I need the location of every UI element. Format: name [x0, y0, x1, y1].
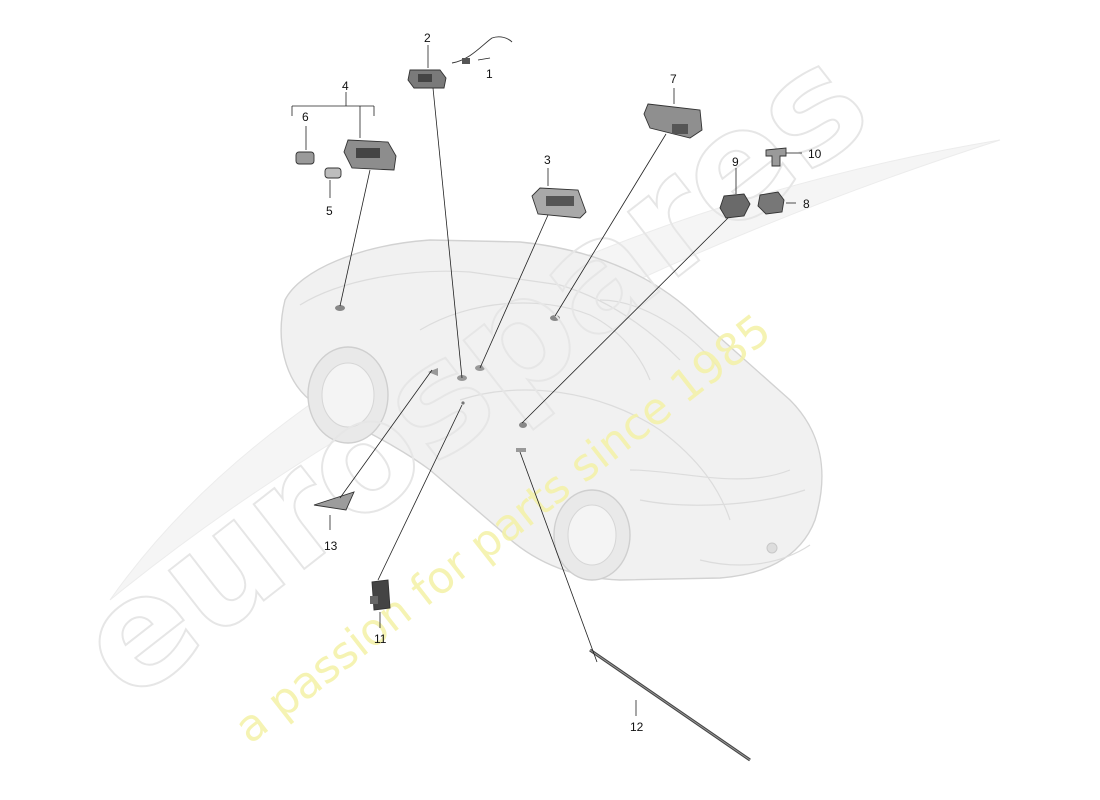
part-9: [719, 193, 751, 219]
callout-11: 11: [374, 632, 387, 646]
part-2: [407, 69, 447, 89]
part-10: [765, 147, 787, 167]
callout-10: 10: [808, 147, 822, 161]
part-13: [313, 491, 355, 511]
callout-13: 13: [324, 539, 338, 553]
part-6: [295, 151, 315, 165]
part-11: [370, 579, 391, 611]
part-5: [324, 167, 342, 179]
part-12: [589, 648, 751, 762]
callout-1: 1: [486, 67, 493, 81]
part-1: [451, 36, 513, 64]
callout-9: 9: [732, 155, 739, 169]
part-3: [531, 187, 587, 219]
callout-4: 4: [342, 79, 349, 93]
callouts: 1 2 3 4 5 6 7 8 9 10 11 12 13: [302, 31, 822, 734]
callout-6: 6: [302, 110, 309, 124]
part-4: [343, 139, 397, 171]
part-7: [643, 103, 703, 139]
callout-8: 8: [803, 197, 810, 211]
callout-2: 2: [424, 31, 431, 45]
callout-5: 5: [326, 204, 333, 218]
leader-lines: [291, 45, 802, 716]
part-8: [757, 191, 785, 215]
car-illustration: [280, 239, 823, 581]
callout-12: 12: [630, 720, 644, 734]
watermark-brand: eurospares: [45, 12, 899, 733]
callout-7: 7: [670, 72, 677, 86]
callout-3: 3: [544, 153, 551, 167]
